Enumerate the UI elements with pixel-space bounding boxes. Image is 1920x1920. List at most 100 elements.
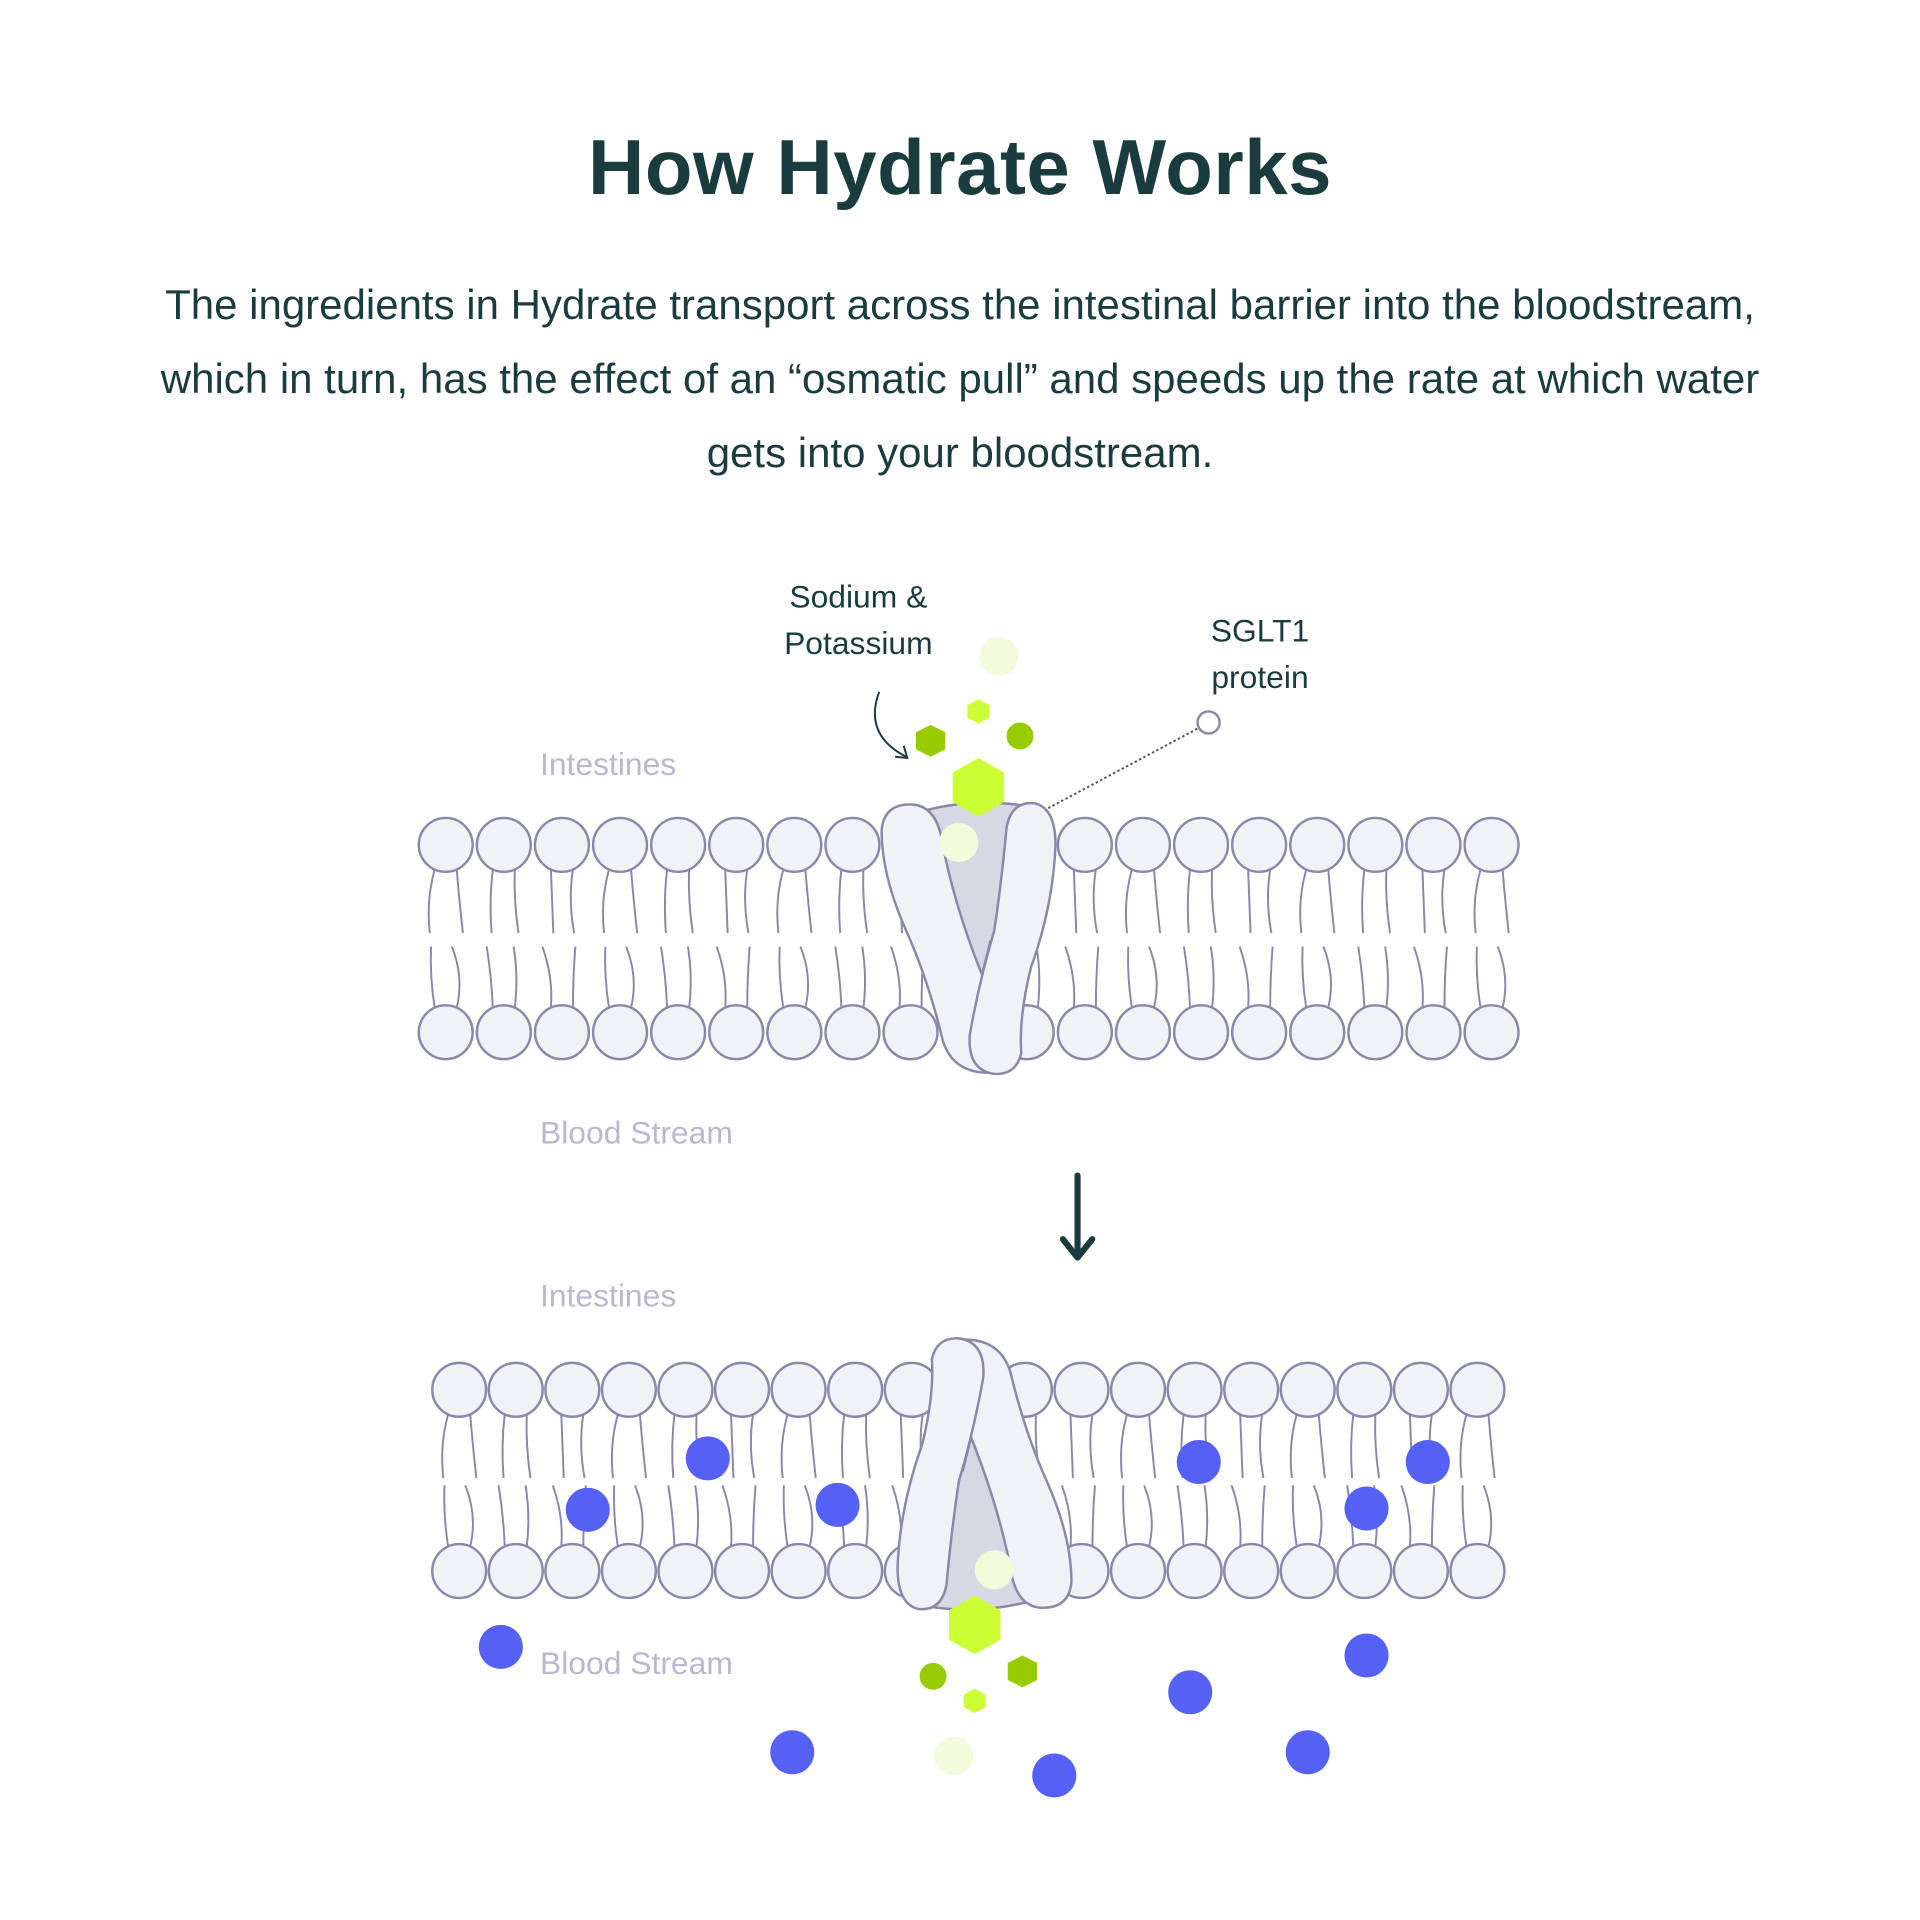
description: The ingredients in Hydrate transport acr… bbox=[160, 281, 1760, 476]
lipid-tails bbox=[1357, 869, 1392, 1008]
water-molecule bbox=[1176, 1440, 1221, 1485]
lipid-head bbox=[431, 1542, 488, 1600]
protein-label-line1: SGLT1 bbox=[1211, 613, 1309, 649]
lipid-tails bbox=[485, 869, 520, 1008]
lipid-tails bbox=[780, 1414, 817, 1547]
water-molecules bbox=[478, 1436, 1450, 1798]
lipid-head bbox=[1392, 1542, 1450, 1600]
lipid-tails bbox=[497, 1414, 532, 1547]
lipid-head bbox=[1172, 816, 1230, 874]
lipid-head bbox=[533, 816, 591, 874]
lipid-head bbox=[417, 1004, 474, 1061]
blood-stream-label-top: Blood Stream bbox=[540, 1115, 733, 1151]
lipid-head bbox=[708, 816, 765, 874]
lipid-head bbox=[1289, 1004, 1346, 1061]
lipid-head bbox=[1463, 816, 1520, 874]
water-molecule bbox=[478, 1624, 523, 1669]
lipid-head bbox=[1056, 1004, 1114, 1061]
lipid-head bbox=[487, 1542, 544, 1600]
lipid-head bbox=[770, 1361, 827, 1418]
lipid-head bbox=[417, 816, 474, 874]
lipid-tails bbox=[1412, 869, 1448, 1008]
intestines-label-top: Intestines bbox=[540, 746, 676, 782]
potassium-particle bbox=[1006, 722, 1034, 750]
lipid-head bbox=[1347, 1004, 1404, 1061]
lipid-tails bbox=[667, 1414, 702, 1547]
lipid-head bbox=[1109, 1361, 1167, 1418]
lipid-head bbox=[1223, 1361, 1280, 1418]
protein-label-line2: protein bbox=[1211, 659, 1308, 695]
water-molecule bbox=[1344, 1486, 1389, 1531]
lipid-head bbox=[882, 1004, 939, 1061]
lipid-tails bbox=[776, 869, 813, 1008]
lipid-tails bbox=[427, 869, 464, 1008]
lipid-head bbox=[1392, 1361, 1450, 1418]
water-molecule bbox=[1032, 1753, 1077, 1798]
water-molecule bbox=[1344, 1633, 1389, 1678]
lipid-tails bbox=[1238, 869, 1274, 1008]
water-molecule bbox=[815, 1482, 860, 1527]
minerals-label-line2: Potassium bbox=[784, 625, 933, 661]
water-molecule bbox=[1405, 1440, 1450, 1485]
lipid-head bbox=[827, 1542, 884, 1600]
lipid-head bbox=[1223, 1542, 1280, 1600]
lipid-head bbox=[1336, 1361, 1393, 1418]
lipid-head bbox=[600, 1361, 658, 1418]
lipid-head bbox=[475, 816, 532, 874]
lipid-head bbox=[1056, 816, 1114, 874]
sodium-hexagon-particle bbox=[915, 724, 946, 757]
lipid-head bbox=[657, 1542, 714, 1600]
lipid-head bbox=[1279, 1542, 1336, 1600]
lipid-tails bbox=[610, 1414, 648, 1547]
water-molecule bbox=[685, 1436, 730, 1481]
protein-pointer-line bbox=[1047, 726, 1201, 810]
large-hexagon-particle bbox=[952, 757, 1005, 817]
minerals-label-line1: Sodium & bbox=[789, 578, 927, 614]
lipid-head bbox=[766, 1004, 823, 1061]
lipid-head bbox=[431, 1361, 488, 1418]
lipid-tails bbox=[1120, 1414, 1157, 1547]
lipid-head bbox=[591, 1004, 649, 1061]
protein-pointer-dot bbox=[1196, 710, 1221, 735]
lipid-tails bbox=[1060, 1414, 1096, 1547]
lipid-tails bbox=[1182, 869, 1217, 1008]
lipid-head bbox=[824, 816, 881, 874]
lipid-tails bbox=[1459, 1414, 1496, 1547]
down-arrow-icon bbox=[1059, 1172, 1096, 1261]
lipid-head bbox=[1166, 1361, 1223, 1418]
lipid-head bbox=[824, 1004, 881, 1061]
lipid-head bbox=[827, 1361, 884, 1418]
lipid-head bbox=[1463, 1004, 1520, 1061]
lipid-head bbox=[657, 1361, 714, 1418]
lipid-head bbox=[1053, 1361, 1110, 1418]
arrowhead-icon bbox=[895, 745, 909, 760]
intestines-label-bottom: Intestines bbox=[540, 1278, 676, 1314]
lipid-head bbox=[649, 816, 707, 874]
lipid-tails bbox=[837, 1414, 871, 1547]
lipid-head bbox=[1449, 1542, 1506, 1600]
lipid-head bbox=[475, 1004, 532, 1061]
lipid-head bbox=[1336, 1542, 1393, 1600]
lipid-head bbox=[1279, 1361, 1336, 1418]
lipid-head bbox=[1230, 1004, 1288, 1061]
sglt1-protein-top bbox=[880, 636, 1057, 1076]
curved-arrow-icon bbox=[873, 691, 907, 758]
lipid-tails bbox=[1299, 869, 1336, 1008]
blood-stream-label-bottom: Blood Stream bbox=[540, 1645, 733, 1681]
glucose-particle bbox=[979, 636, 1019, 676]
lipid-tails bbox=[541, 869, 577, 1008]
lipid-head bbox=[1347, 816, 1404, 874]
lipid-head bbox=[1172, 1004, 1230, 1061]
lipid-tails bbox=[715, 869, 751, 1008]
water-molecule bbox=[770, 1730, 815, 1775]
glucose-particle bbox=[939, 822, 979, 863]
lipid-tails bbox=[1124, 869, 1162, 1008]
lipid-head bbox=[713, 1361, 771, 1418]
lipid-head bbox=[544, 1361, 601, 1418]
lipid-tails bbox=[1473, 869, 1510, 1008]
lipid-head bbox=[487, 1361, 544, 1418]
water-molecule bbox=[1168, 1670, 1213, 1715]
lipid-head bbox=[1109, 1542, 1167, 1600]
lipid-tails bbox=[660, 869, 694, 1008]
